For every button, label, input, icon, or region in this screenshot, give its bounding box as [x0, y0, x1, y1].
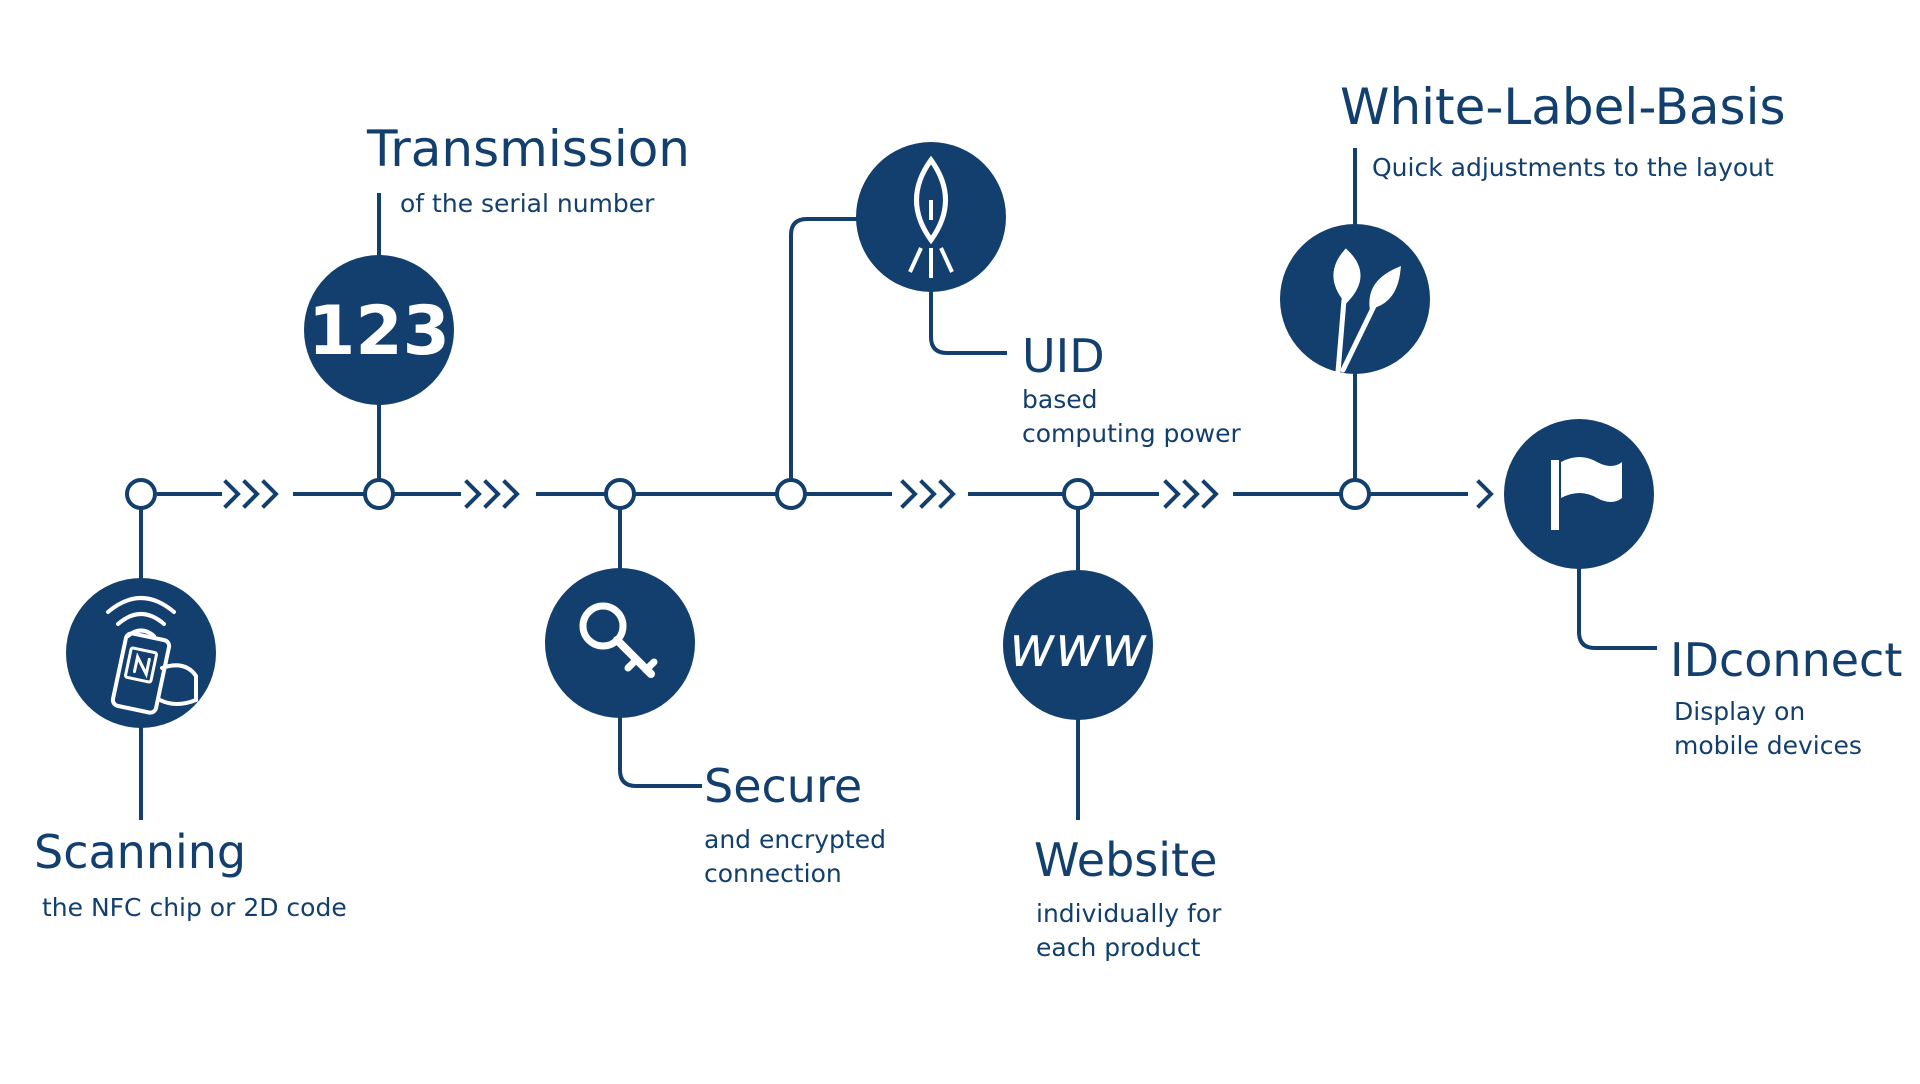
chevrons — [464, 479, 520, 509]
chevrons — [900, 479, 956, 509]
flag-icon — [1551, 457, 1622, 530]
www-icon: www — [1009, 615, 1147, 680]
node-whitelabel — [1339, 478, 1371, 510]
secure-desc-2: connection — [704, 859, 842, 888]
arrow-end — [1476, 479, 1494, 509]
secure-title: Secure — [704, 759, 862, 813]
website-desc-1: individually for — [1036, 899, 1222, 928]
connectors — [139, 148, 1657, 820]
circle-transmission — [304, 255, 454, 405]
connector-idconnect-label — [1577, 567, 1657, 650]
node-scanning — [125, 478, 157, 510]
transmission-title: Transmission — [366, 120, 690, 178]
whitelabel-title: White-Label-Basis — [1340, 78, 1786, 136]
node-secure — [604, 478, 636, 510]
uid-desc-1: based — [1022, 385, 1097, 414]
chevrons — [223, 479, 279, 509]
chevrons — [1163, 479, 1219, 509]
connector-uid-label — [929, 290, 1007, 355]
website-title: Website — [1034, 833, 1217, 887]
uid-desc-2: computing power — [1022, 419, 1242, 448]
idconnect-title: IDconnect — [1670, 633, 1902, 687]
circle-scanning — [66, 578, 216, 728]
website-desc-2: each product — [1036, 933, 1201, 962]
icon-circles — [66, 142, 1654, 728]
key-icon — [579, 602, 658, 678]
whitelabel-desc-1: Quick adjustments to the layout — [1372, 153, 1774, 182]
node-transmission — [363, 478, 395, 510]
node-uid — [775, 478, 807, 510]
node-website — [1062, 478, 1094, 510]
number-123-icon: 123 — [308, 292, 450, 371]
secure-desc-1: and encrypted — [704, 825, 886, 854]
idconnect-desc-2: mobile devices — [1674, 731, 1862, 760]
circle-idconnect — [1504, 419, 1654, 569]
circle-whitelabel — [1280, 224, 1430, 374]
scanning-desc-1: the NFC chip or 2D code — [42, 893, 347, 922]
circle-website — [1003, 570, 1153, 720]
idconnect-desc-1: Display on — [1674, 697, 1805, 726]
connector-uid — [789, 217, 858, 480]
connector-secure-label — [618, 716, 702, 788]
transmission-desc-1: of the serial number — [400, 189, 655, 218]
labels: Scanning the NFC chip or 2D code Transmi… — [34, 78, 1902, 962]
scanning-title: Scanning — [34, 825, 246, 879]
nfc-phone-icon — [106, 596, 198, 715]
uid-title: UID — [1022, 329, 1105, 383]
timeline-nodes — [125, 478, 1371, 510]
seed-icon — [908, 155, 954, 278]
sprouts-icon — [1333, 248, 1401, 375]
